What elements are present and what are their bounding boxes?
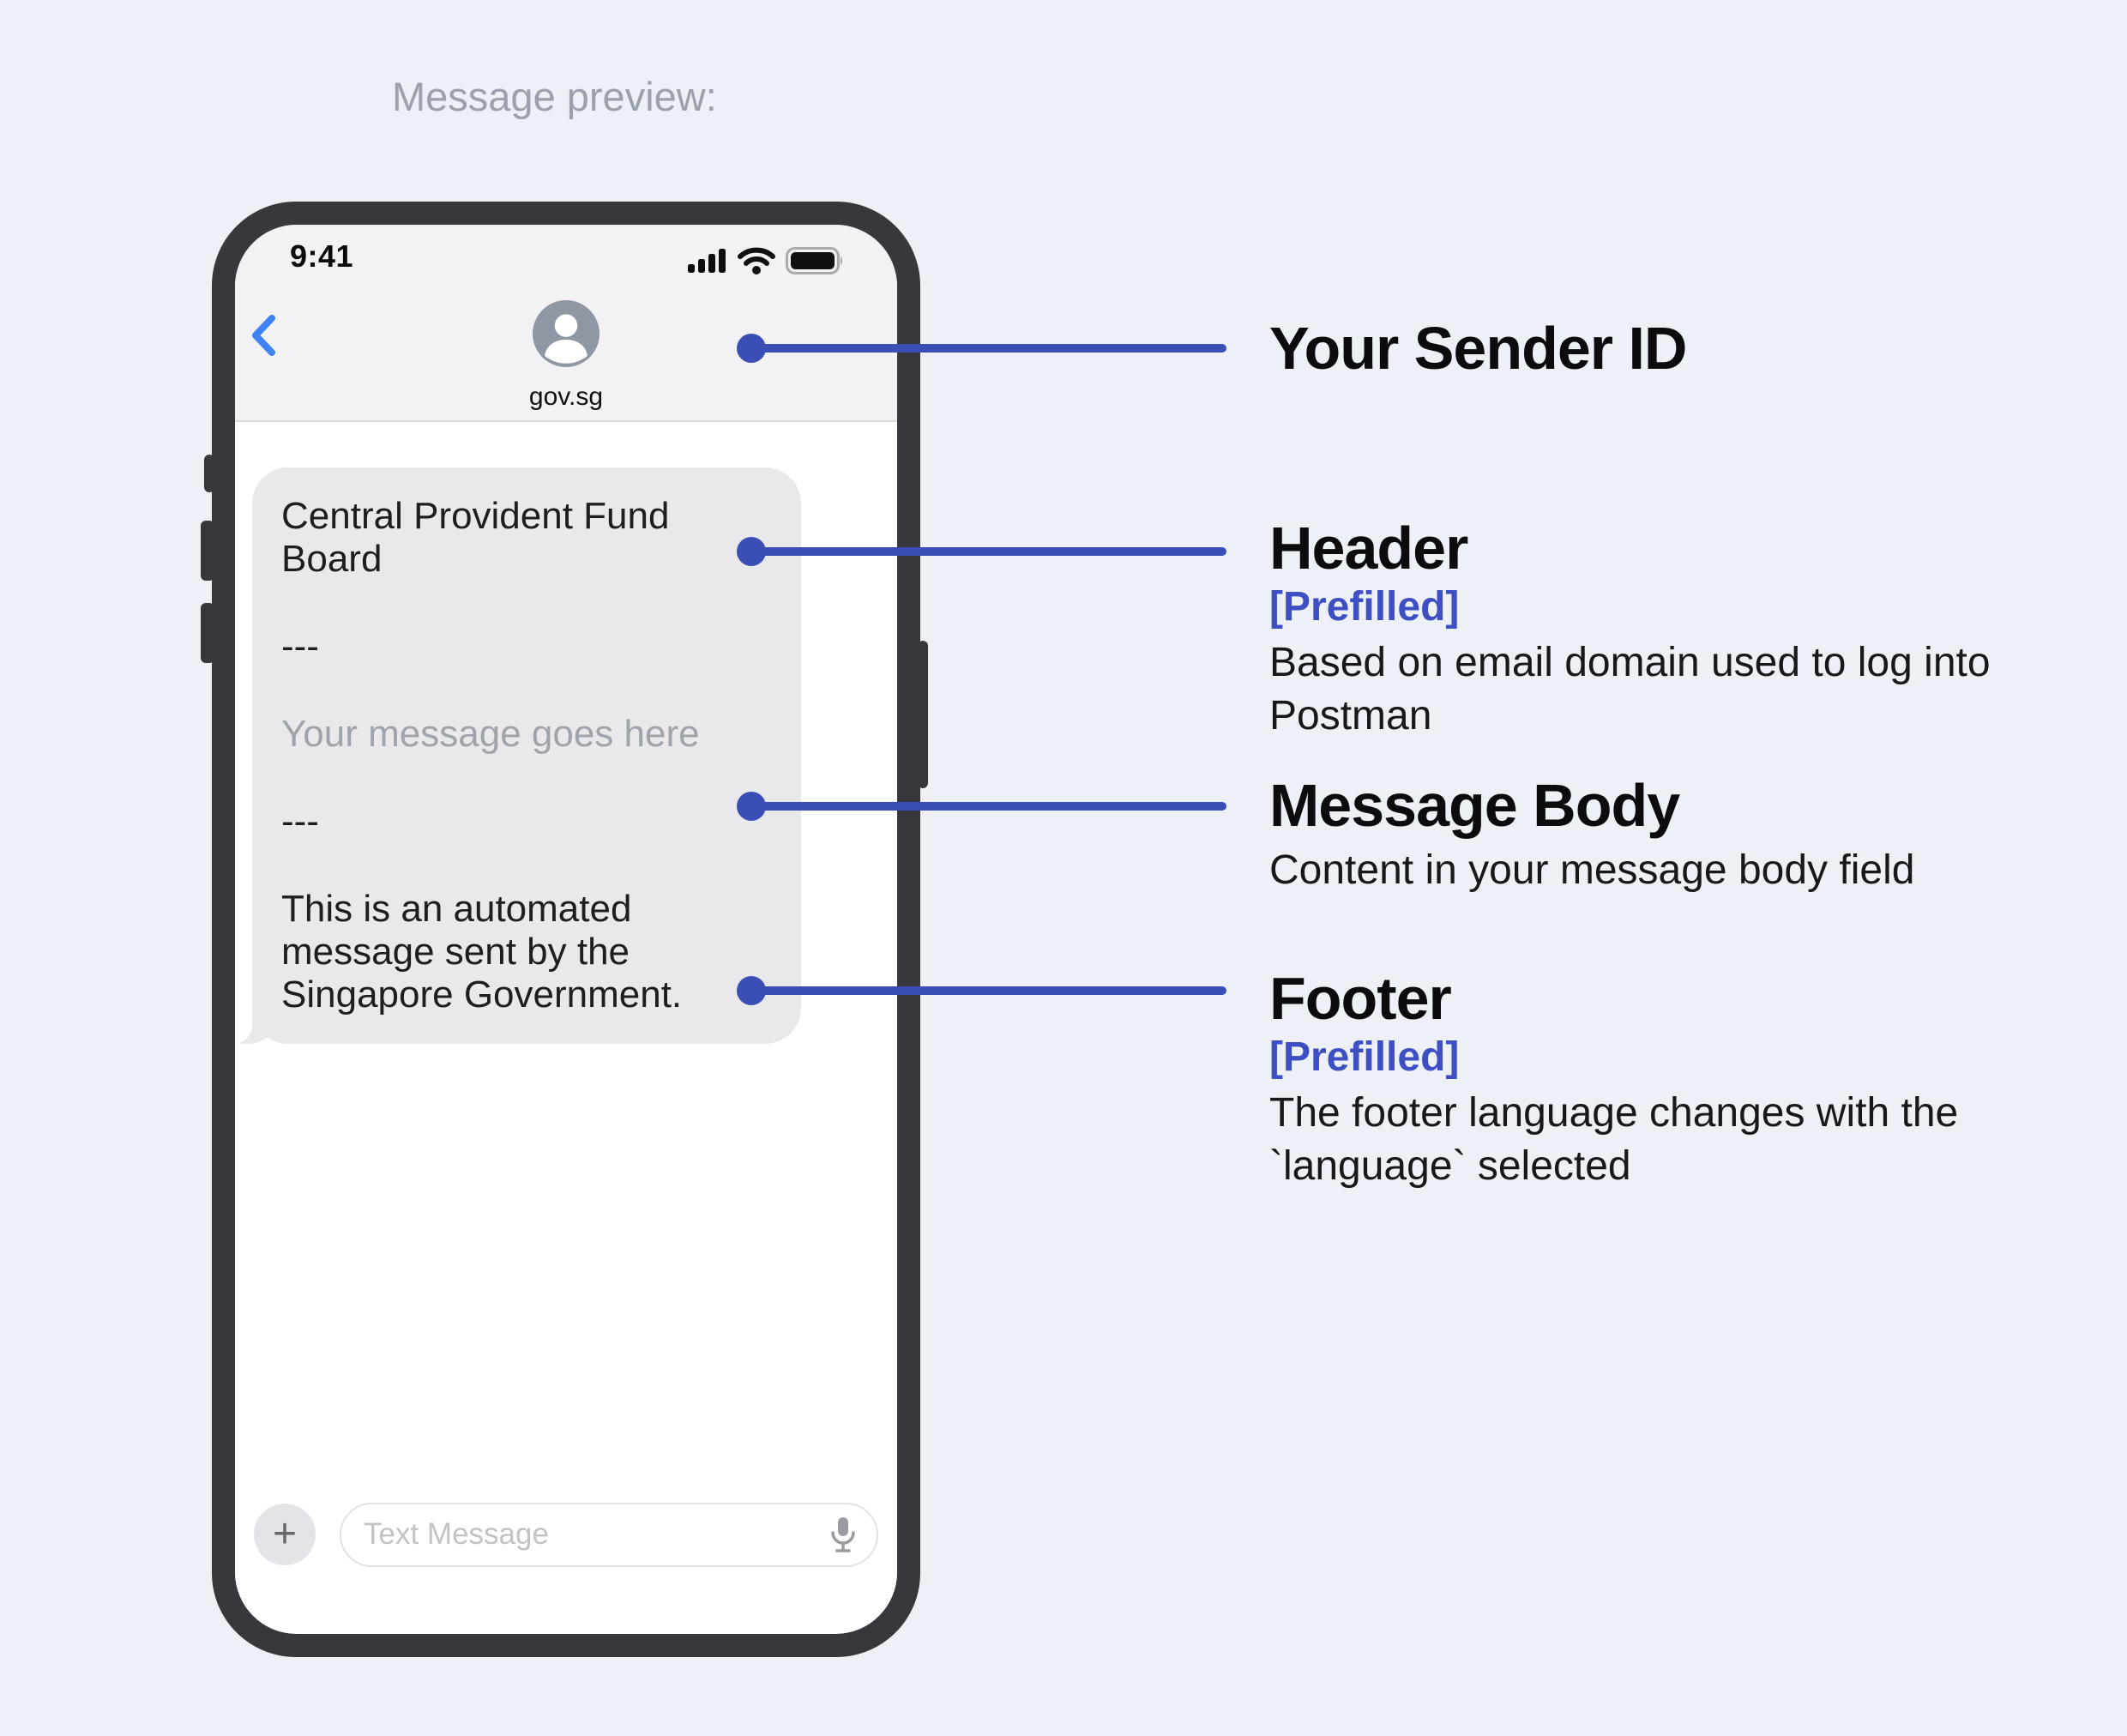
connector-line	[751, 547, 1226, 556]
message-header: Central Provident Fund Board	[281, 495, 670, 580]
annotation-description: The footer language changes with the `la…	[1269, 1090, 1959, 1189]
annotation-sender-id: Your Sender ID	[1269, 315, 2084, 382]
annotation-header: Header [Prefilled] Based on email domain…	[1269, 515, 2084, 743]
connector-message-body	[737, 792, 1226, 821]
power-button	[918, 641, 928, 788]
phone-mockup: 9:41	[201, 202, 928, 1657]
text-message-pill[interactable]	[340, 1502, 878, 1567]
message-divider: ---	[281, 625, 319, 667]
connector-line	[751, 986, 1226, 995]
annotation-title: Footer	[1269, 965, 1452, 1032]
message-body-placeholder: Your message goes here	[281, 713, 700, 755]
phone-screen: 9:41	[235, 225, 897, 1634]
annotation-description: Content in your message body field	[1269, 847, 1915, 893]
message-bubble: Central Provident Fund Board --- Your me…	[235, 467, 801, 1044]
text-message-input[interactable]	[362, 1516, 822, 1552]
mute-switch	[204, 455, 214, 492]
bubble-tail-mask	[235, 1004, 252, 1044]
page-title: Message preview:	[392, 74, 717, 119]
cellular-signal-icon	[688, 248, 727, 278]
connector-footer	[737, 976, 1226, 1005]
message-composer: +	[235, 1501, 897, 1568]
back-button[interactable]	[250, 314, 280, 359]
connector-sender-id	[737, 334, 1226, 363]
message-divider: ---	[281, 800, 319, 842]
connector-line	[751, 344, 1226, 353]
wifi-icon	[738, 247, 775, 279]
volume-up-button	[201, 521, 214, 581]
connector-line	[751, 802, 1226, 811]
connector-header	[737, 537, 1226, 566]
annotation-title: Your Sender ID	[1269, 315, 1687, 382]
battery-icon	[786, 247, 846, 279]
status-time: 9:41	[290, 238, 354, 274]
contact-name: gov.sg	[528, 383, 604, 411]
annotation-title: Header	[1269, 515, 1468, 582]
conversation-header: 9:41	[235, 225, 897, 422]
annotation-description: Based on email domain used to log into P…	[1269, 640, 1991, 738]
contact-avatar[interactable]	[533, 300, 600, 367]
volume-down-button	[201, 603, 214, 663]
message-footer: This is an automated message sent by the…	[281, 888, 683, 1016]
annotation-prefilled-badge: [Prefilled]	[1269, 1034, 1460, 1080]
annotation-title: Message Body	[1269, 772, 1680, 839]
annotation-footer: Footer [Prefilled] The footer language c…	[1269, 965, 2084, 1193]
annotation-prefilled-badge: [Prefilled]	[1269, 584, 1460, 630]
microphone-icon[interactable]	[830, 1516, 856, 1553]
status-icons	[688, 247, 846, 279]
add-attachment-button[interactable]: +	[254, 1504, 316, 1565]
chat-area: Central Provident Fund Board --- Your me…	[235, 422, 897, 1632]
annotation-message-body: Message Body Content in your message bod…	[1269, 772, 2084, 897]
